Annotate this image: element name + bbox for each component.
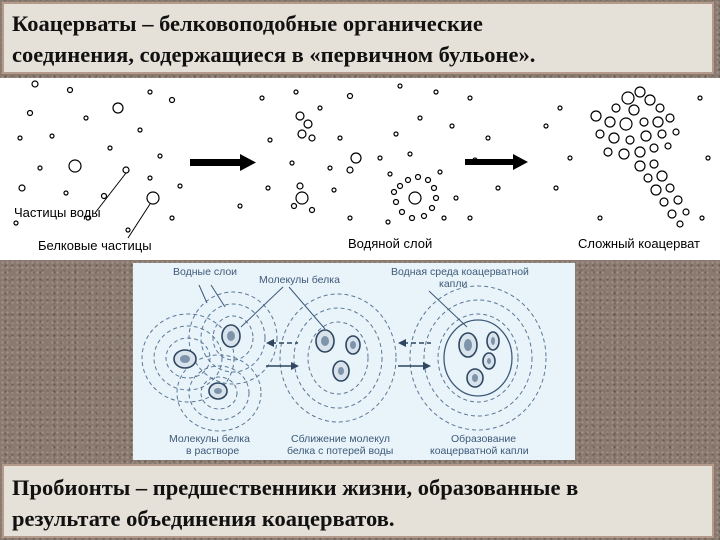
label-water-particles: Частицы воды [14, 205, 101, 220]
caption-droplet-formation-2: коацерватной капли [430, 445, 529, 457]
caption-molecules-in-solution-2: в растворе [186, 445, 240, 457]
caption-molecules-approach-2: белка с потерей воды [287, 445, 394, 457]
label-aqueous-medium-2: капли [439, 278, 468, 290]
footer-box: Пробионты – предшественники жизни, образ… [2, 464, 714, 538]
title-line-1: Коацерваты – белковоподобные органически… [12, 11, 483, 36]
footer-line-1: Пробионты – предшественники жизни, образ… [12, 475, 579, 500]
footer-line-2: результате объединения коацерватов. [12, 506, 395, 531]
label-aqueous-medium-1: Водная среда коацерватной [391, 266, 529, 278]
caption-molecules-in-solution-1: Молекулы белка [169, 433, 250, 445]
caption-droplet-formation-1: Образование [451, 433, 517, 445]
label-water-layer: Водяной слой [348, 236, 433, 251]
protein-aggregation-diagram: Водные слои Молекулы белка Водная среда … [133, 263, 575, 460]
label-complex-coacervate: Сложный коацерват [578, 236, 701, 251]
coacervate-formation-drawing [13, 80, 711, 239]
coacervate-formation-diagram: Частицы воды Белковые частицы Водяной сл… [0, 78, 720, 260]
title-box: Коацерваты – белковоподобные органически… [2, 2, 714, 74]
caption-molecules-approach-1: Сближение молекул [291, 433, 391, 445]
label-protein-particles: Белковые частицы [38, 238, 152, 253]
label-protein-molecules: Молекулы белка [259, 274, 340, 286]
protein-aggregation-drawing [141, 284, 547, 432]
label-water-layers: Водные слои [173, 266, 238, 278]
title-line-2: соединения, содержащиеся в «первичном бу… [12, 42, 536, 67]
